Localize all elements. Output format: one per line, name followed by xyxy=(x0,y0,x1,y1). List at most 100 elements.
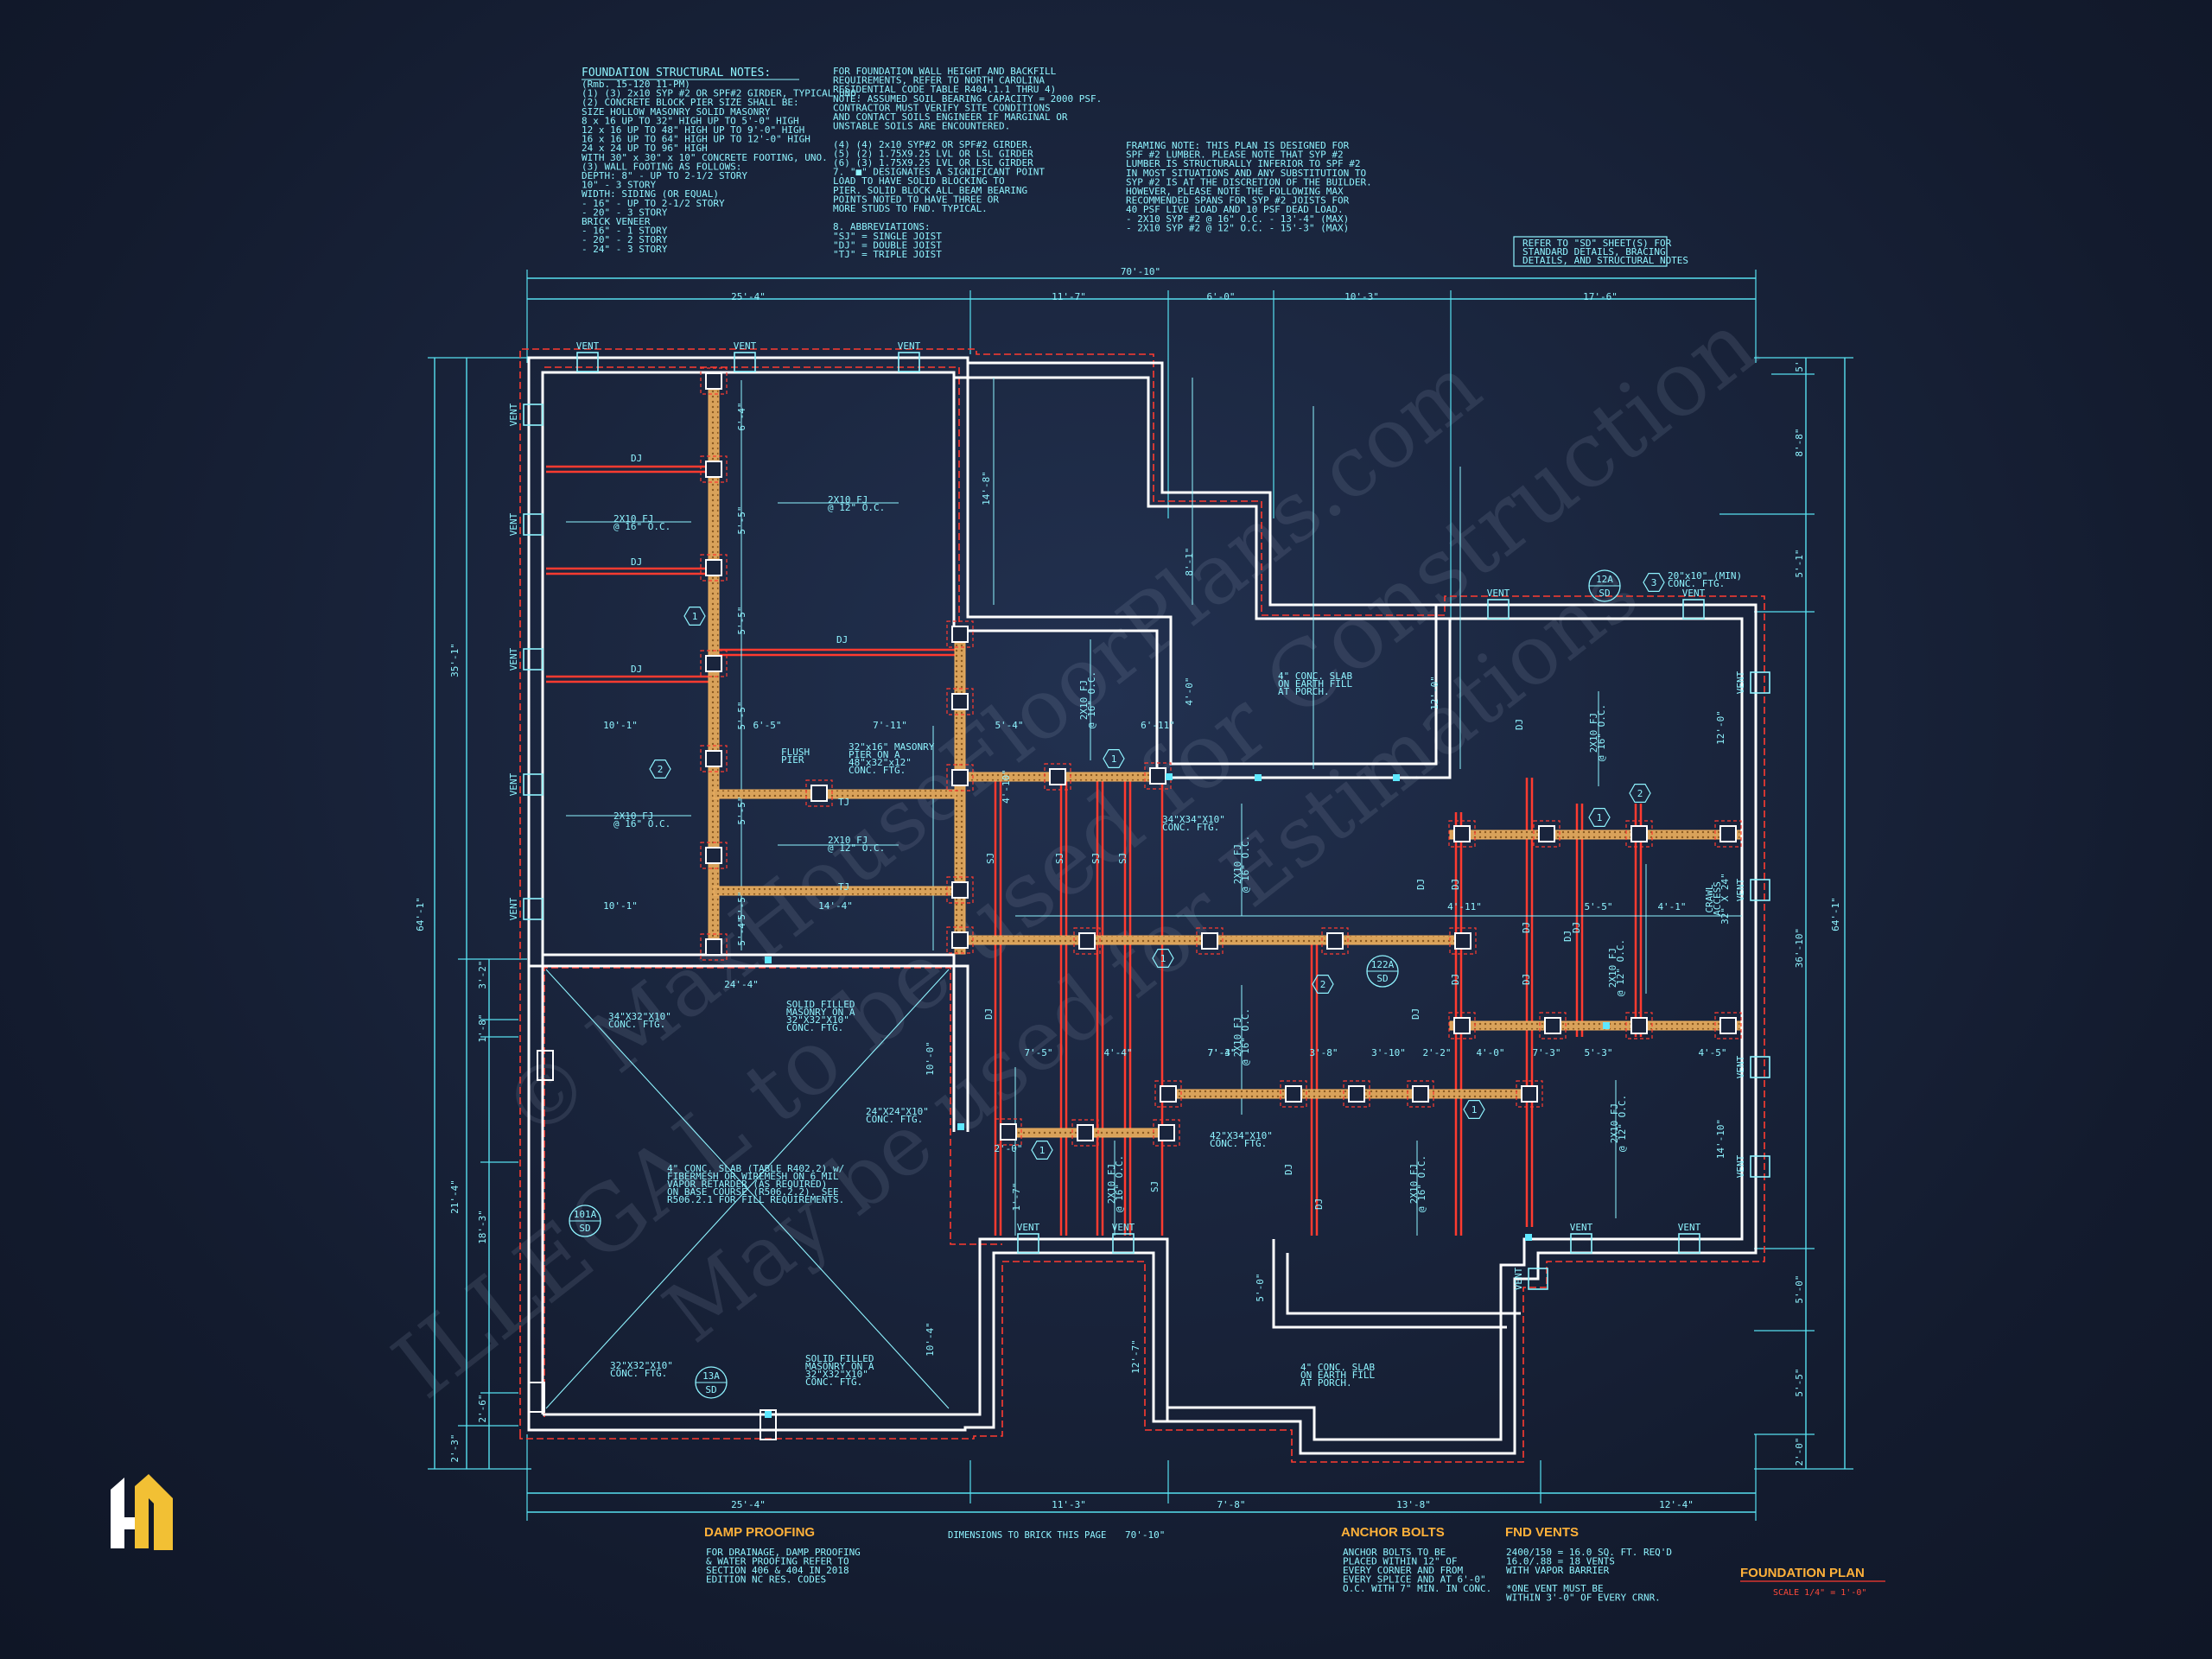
pier-footing xyxy=(1321,927,1349,955)
interior-dim: 7'-5" xyxy=(1024,1047,1052,1058)
footing-label: CONC. FTG. xyxy=(608,1019,665,1030)
left-overall-dim: 64'-1" xyxy=(415,897,426,931)
vent-label: VENT xyxy=(1735,1055,1746,1078)
vent-note-line: *ONE VENT MUST BE xyxy=(1506,1583,1604,1594)
callout-number: 2 xyxy=(658,764,664,775)
masonry-pier-label: 48"x32"x12" xyxy=(849,757,912,768)
pier-footing xyxy=(700,745,728,772)
point-loads xyxy=(765,773,1610,1418)
vent-label: VENT xyxy=(1682,588,1706,599)
pier xyxy=(1453,825,1471,842)
joist-spec: 2X10 FJ xyxy=(613,513,653,524)
footing-label: 20"x10" (MIN) xyxy=(1668,570,1742,582)
interior-dim: 6'-5" xyxy=(753,720,781,731)
dimension-lines xyxy=(428,270,1853,1521)
pier xyxy=(810,785,828,802)
vent-label: VENT xyxy=(1678,1222,1701,1233)
joist-spec: @ 16" O.C. xyxy=(1240,836,1251,893)
interior-dim: 14'-4" xyxy=(818,900,853,912)
vent-opening xyxy=(1682,599,1705,620)
callout-number: 1 xyxy=(1111,753,1117,765)
anchor-note-line: PLACED WITHIN 12" OF xyxy=(1343,1556,1457,1567)
vent-label: VENT xyxy=(1735,878,1746,901)
joist-spec: @ 16" O.C. xyxy=(1114,1155,1125,1212)
callout-marker xyxy=(649,760,671,779)
pilaster xyxy=(537,1050,554,1081)
middle-note-line: "TJ" = TRIPLE JOIST xyxy=(833,249,942,260)
callout-number: 1 xyxy=(692,611,698,622)
interior-dim: 12'-7" xyxy=(1130,1339,1141,1374)
joist-spec: @ 12" O.C. xyxy=(828,842,885,854)
pier xyxy=(1453,1017,1471,1034)
bottom-segment-dim: 12'-4" xyxy=(1659,1499,1694,1510)
pier xyxy=(1412,1085,1429,1103)
garage-slab-label: VAPOR RETARDER (AS REQUIRED) xyxy=(667,1179,827,1190)
vent-opening xyxy=(1750,1155,1770,1178)
vent-label: VENT xyxy=(508,403,519,426)
masonry-pier-label: CONC. FTG. xyxy=(849,765,906,776)
double-joist-label: DJ xyxy=(1562,931,1573,942)
anchor-note-line: O.C. WITH 7" MIN. IN CONC. xyxy=(1343,1583,1491,1594)
masonry-label: MASONRY ON A xyxy=(805,1361,874,1372)
section-tag-number: 122A xyxy=(1371,959,1395,970)
footing-label: CONC. FTG. xyxy=(866,1114,923,1125)
vent-label: VENT xyxy=(734,340,757,352)
pier-footing xyxy=(1448,1012,1476,1039)
crawl-access-label: CRAWL xyxy=(1704,884,1715,912)
middle-note-line: REQUIREMENTS, REFER TO NORTH CAROLINA xyxy=(833,75,1045,86)
footing-label: 34"X34"X10" xyxy=(1162,814,1225,825)
double-joist-label: DJ xyxy=(1415,879,1427,890)
crawl-access-label: 32" X 24" xyxy=(1719,873,1731,925)
section-tag-sd: SD xyxy=(579,1223,590,1234)
callout-marker xyxy=(1629,784,1651,803)
right-segment-dim: 5'-5" xyxy=(1794,1368,1805,1396)
vent-opening xyxy=(576,352,599,372)
callout-marker xyxy=(1312,975,1334,994)
pier-footing xyxy=(805,779,833,807)
vent-opening xyxy=(1528,1268,1548,1290)
pier-footing xyxy=(1539,1012,1567,1039)
framing-note-line: - 2X10 SYP #2 @ 16" O.C. - 13'-4" (MAX) xyxy=(1126,213,1349,225)
pier-footing xyxy=(946,926,974,954)
foundation-note-line: - 20" - 2 STORY xyxy=(582,234,668,245)
middle-note-line: 8. ABBREVIATIONS: xyxy=(833,221,931,232)
left-segment-dim: 18'-3" xyxy=(477,1210,488,1244)
vent-opening xyxy=(1112,1233,1135,1254)
interior-dim: 4'-10" xyxy=(1001,769,1012,804)
joist-spec: 2X10 FJ xyxy=(1232,844,1243,884)
pier xyxy=(1078,932,1096,950)
middle-note-line: (6) (3) 1.75X9.25 LVL OR LSL GIRDER xyxy=(833,157,1033,168)
foundation-note-line: - 16" - UP TO 2-1/2 STORY xyxy=(582,198,725,209)
dimensions-note: DIMENSIONS TO BRICK THIS PAGE xyxy=(948,1530,1106,1541)
interior-dim: 4'-11" xyxy=(1447,901,1482,912)
pier-footing xyxy=(946,876,974,904)
garage-slab-label: ON BASE COURSE (R506.2.2). SEE xyxy=(667,1186,839,1198)
callout-number: 1 xyxy=(1471,1104,1478,1116)
pier-footing xyxy=(700,554,728,582)
interior-dim: 4'-0" xyxy=(1476,1047,1504,1058)
vent-note-line: 16.0/.88 = 18 VENTS xyxy=(1506,1556,1615,1567)
interior-dim: 14'-10" xyxy=(1715,1119,1726,1159)
interior-dim: 5'-4" xyxy=(995,720,1023,731)
pier-footing xyxy=(1073,927,1101,955)
pier xyxy=(1538,825,1555,842)
double-joist-label: DJ xyxy=(631,556,642,568)
foundation-note-line: (Rmb. 15-120 11-PM) xyxy=(582,79,690,90)
garage-slab-label: FIBERMESH OR WIREMESH ON 6 MIL xyxy=(667,1171,839,1182)
porch-slab-label: 4" CONC. SLAB xyxy=(1278,671,1352,682)
joist-spec: 2X10 FJ xyxy=(1609,1103,1620,1143)
masonry-label: MASONRY ON A xyxy=(786,1007,855,1018)
single-joist-label: SJ xyxy=(985,853,996,864)
interior-dim: 4'-4" xyxy=(1103,1047,1132,1058)
pier xyxy=(705,938,722,956)
left-segment-dim: 2'-3" xyxy=(449,1433,461,1462)
vent-opening xyxy=(523,513,543,536)
house-logo-icon xyxy=(111,1474,173,1550)
joist-spec: 2X10 FJ xyxy=(1588,713,1599,753)
pier xyxy=(1719,1017,1737,1034)
porch-slab-label: ON EARTH FILL xyxy=(1300,1370,1375,1381)
interior-dim: 7'-3" xyxy=(1207,1047,1236,1058)
